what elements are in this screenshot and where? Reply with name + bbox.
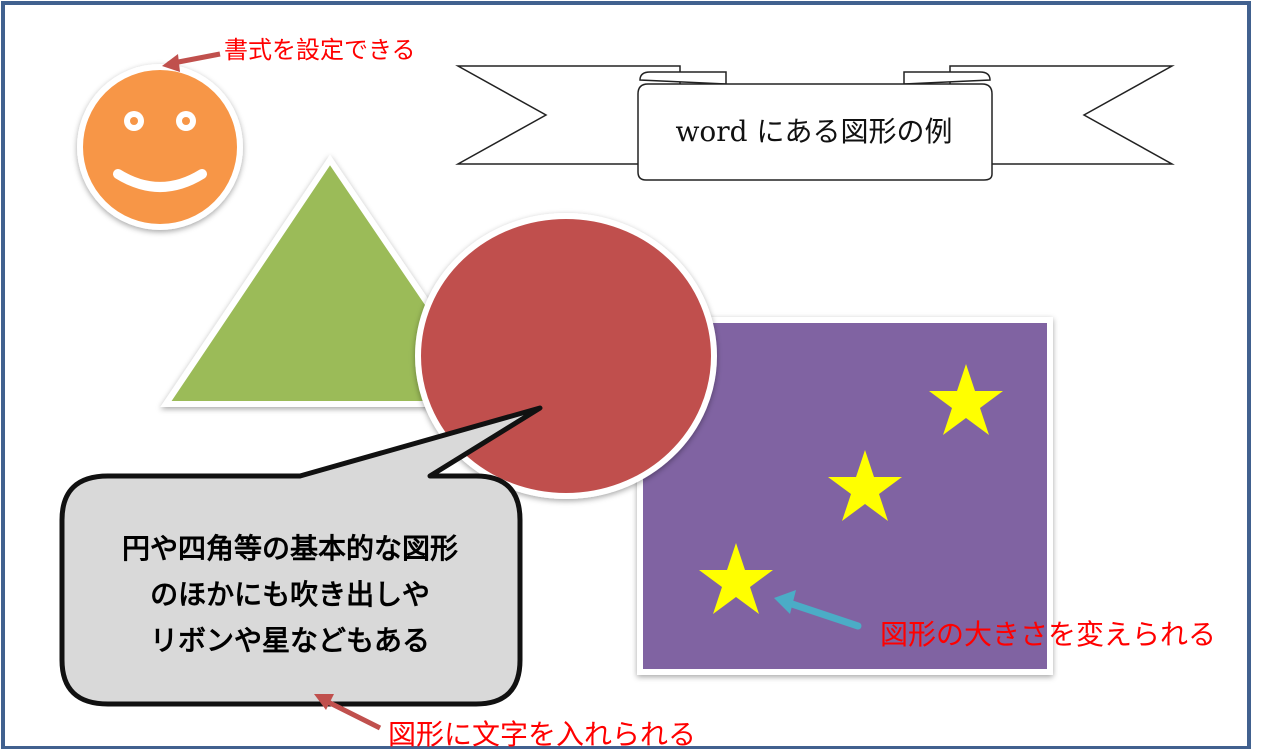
star-middle[interactable]: [828, 450, 902, 521]
smiley-left-pupil: [130, 117, 138, 125]
resize-arrow: [782, 598, 862, 630]
callout-line-3: リボンや星などもある: [150, 624, 430, 657]
callout-line-2: のほかにも吹き出しや: [150, 578, 430, 611]
callout-bubble[interactable]: [59, 405, 543, 707]
smiley-right-pupil: [182, 117, 190, 125]
star-bottom[interactable]: [699, 543, 773, 614]
resize-arrow-head: [774, 590, 796, 614]
smiley-mouth: [113, 169, 207, 192]
ribbon-right-fold: [903, 71, 991, 85]
smiley-circle: [77, 64, 243, 230]
ribbon-title: word にある図形の例: [675, 115, 952, 148]
text-in-shape-annotation: 図形に文字を入れられる: [388, 718, 696, 749]
text-in-shape-arrow: [322, 697, 382, 731]
ribbon-banner[interactable]: [455, 65, 1175, 181]
ribbon-center: [637, 83, 993, 181]
smiley-face[interactable]: [77, 64, 243, 230]
ribbon-left-fold: [639, 71, 727, 85]
ribbon-left-tail: [455, 65, 681, 165]
green-triangle[interactable]: [160, 154, 502, 407]
callout-line-1: 円や四角等の基本的な図形: [122, 532, 458, 565]
ribbon-right-tail: [949, 65, 1175, 165]
text-in-shape-arrow-head: [314, 694, 334, 710]
format-annotation: 書式を設定できる: [224, 36, 416, 64]
format-arrow-head: [162, 54, 180, 72]
star-top[interactable]: [929, 364, 1003, 435]
resize-annotation: 図形の大きさを変えられる: [880, 618, 1216, 651]
